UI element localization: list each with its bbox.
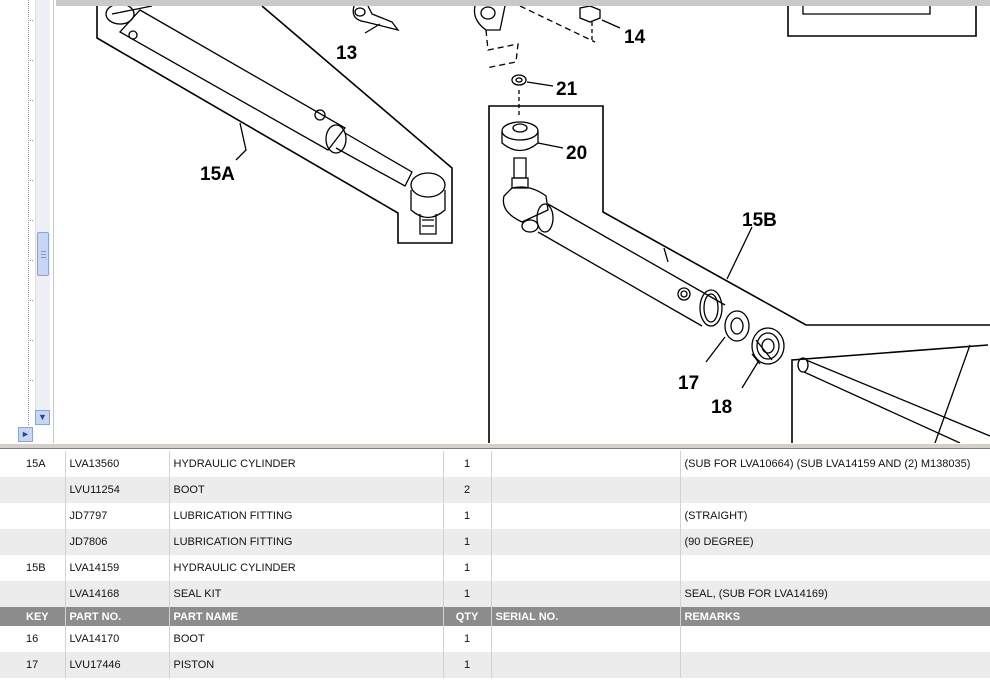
tree-connector-tick	[28, 100, 33, 101]
table-row[interactable]: 17 LVU17446 PISTON 1	[0, 652, 990, 678]
parts-table: 15A LVA13560 HYDRAULIC CYLINDER 1 (SUB F…	[0, 451, 990, 678]
cell-serial-no	[491, 529, 681, 555]
cell-part-name: HYDRAULIC CYLINDER	[169, 555, 444, 581]
cell-part-no: JD7797	[65, 503, 170, 529]
cell-part-no: LVA13560	[65, 451, 170, 477]
cell-remarks	[680, 555, 990, 581]
callout-14[interactable]: 14	[624, 27, 646, 48]
cell-key: 15A	[0, 451, 66, 477]
vertical-scrollbar[interactable]	[35, 0, 50, 425]
cell-part-no: LVU17446	[65, 652, 170, 678]
cell-key	[0, 503, 66, 529]
cell-remarks: SEAL, (SUB FOR LVA14169)	[680, 581, 990, 607]
header-key[interactable]: KEY	[0, 607, 66, 626]
cell-key: 17	[0, 652, 66, 678]
tree-connector-tick	[28, 20, 33, 21]
table-row[interactable]: JD7806 LUBRICATION FITTING 1 (90 DEGREE)	[0, 529, 990, 555]
cell-qty: 1	[443, 626, 492, 652]
cell-part-name: LUBRICATION FITTING	[169, 529, 444, 555]
tree-connector-line	[28, 0, 29, 425]
tree-connector-tick	[28, 220, 33, 221]
cell-qty: 1	[443, 529, 492, 555]
cell-qty: 1	[443, 451, 492, 477]
cell-part-name: SEAL KIT	[169, 581, 444, 607]
cell-qty: 1	[443, 555, 492, 581]
cell-serial-no	[491, 477, 681, 503]
cell-part-name: BOOT	[169, 626, 444, 652]
header-serial-no[interactable]: SERIAL NO.	[491, 607, 681, 626]
chevron-down-icon: ▼	[38, 412, 47, 422]
table-row[interactable]: 16 LVA14170 BOOT 1	[0, 626, 990, 652]
table-row[interactable]: LVA14168 SEAL KIT 1 SEAL, (SUB FOR LVA14…	[0, 581, 990, 607]
cell-part-no: LVA14170	[65, 626, 170, 652]
cell-qty: 1	[443, 581, 492, 607]
cell-serial-no	[491, 652, 681, 678]
callout-15b[interactable]: 15B	[742, 210, 777, 231]
cell-serial-no	[491, 555, 681, 581]
cell-part-no: LVU11254	[65, 477, 170, 503]
cell-remarks: (SUB FOR LVA10664) (SUB LVA14159 AND (2)…	[680, 451, 990, 477]
scroll-down-button[interactable]: ▼	[35, 410, 50, 425]
header-remarks[interactable]: REMARKS	[680, 607, 990, 626]
vertical-scrollbar-thumb[interactable]	[37, 232, 49, 276]
tree-pane: ▼ ►	[0, 0, 54, 443]
cell-part-name: LUBRICATION FITTING	[169, 503, 444, 529]
callout-13[interactable]: 13	[336, 43, 358, 64]
cell-part-no: JD7806	[65, 529, 170, 555]
cell-part-name: HYDRAULIC CYLINDER	[169, 451, 444, 477]
table-row[interactable]: LVU11254 BOOT 2	[0, 477, 990, 503]
tree-connector-tick	[28, 180, 33, 181]
cell-remarks	[680, 626, 990, 652]
cell-part-name: BOOT	[169, 477, 444, 503]
cell-key	[0, 477, 66, 503]
table-row[interactable]: 15B LVA14159 HYDRAULIC CYLINDER 1	[0, 555, 990, 581]
tree-connector-tick	[28, 260, 33, 261]
cell-serial-no	[491, 581, 681, 607]
tree-connector-tick	[28, 340, 33, 341]
cell-remarks	[680, 652, 990, 678]
tree-connector-tick	[28, 300, 33, 301]
cell-part-name: PISTON	[169, 652, 444, 678]
cell-key	[0, 529, 66, 555]
header-part-no[interactable]: PART NO.	[65, 607, 170, 626]
callout-17[interactable]: 17	[678, 373, 700, 394]
table-row[interactable]: JD7797 LUBRICATION FITTING 1 (STRAIGHT)	[0, 503, 990, 529]
table-header-row: KEY PART NO. PART NAME QTY SERIAL NO. RE…	[0, 607, 990, 626]
callout-15a[interactable]: 15A	[200, 164, 235, 185]
parts-diagram: 13 14 21 20 15A 15B 17 18	[56, 0, 990, 443]
cell-qty: 2	[443, 477, 492, 503]
tree-connector-tick	[28, 380, 33, 381]
header-qty[interactable]: QTY	[443, 607, 492, 626]
cell-key: 15B	[0, 555, 66, 581]
diagram-illustration	[96, 6, 990, 443]
cell-part-no: LVA14159	[65, 555, 170, 581]
cell-serial-no	[491, 451, 681, 477]
cell-part-no: LVA14168	[65, 581, 170, 607]
table-row[interactable]: 15A LVA13560 HYDRAULIC CYLINDER 1 (SUB F…	[0, 451, 990, 477]
tree-connector-tick	[28, 60, 33, 61]
cell-remarks: (STRAIGHT)	[680, 503, 990, 529]
scroll-right-button[interactable]: ►	[18, 427, 33, 442]
cell-qty: 1	[443, 503, 492, 529]
cell-serial-no	[491, 626, 681, 652]
cell-qty: 1	[443, 652, 492, 678]
callout-18[interactable]: 18	[711, 397, 733, 418]
callout-21[interactable]: 21	[556, 79, 578, 100]
tree-connector-tick	[28, 140, 33, 141]
header-part-name[interactable]: PART NAME	[169, 607, 444, 626]
cell-key: 16	[0, 626, 66, 652]
chevron-right-icon: ►	[21, 429, 30, 439]
cell-remarks: (90 DEGREE)	[680, 529, 990, 555]
callout-20[interactable]: 20	[566, 143, 588, 164]
cell-serial-no	[491, 503, 681, 529]
cell-key	[0, 581, 66, 607]
pane-splitter[interactable]	[0, 443, 990, 449]
cell-remarks	[680, 477, 990, 503]
